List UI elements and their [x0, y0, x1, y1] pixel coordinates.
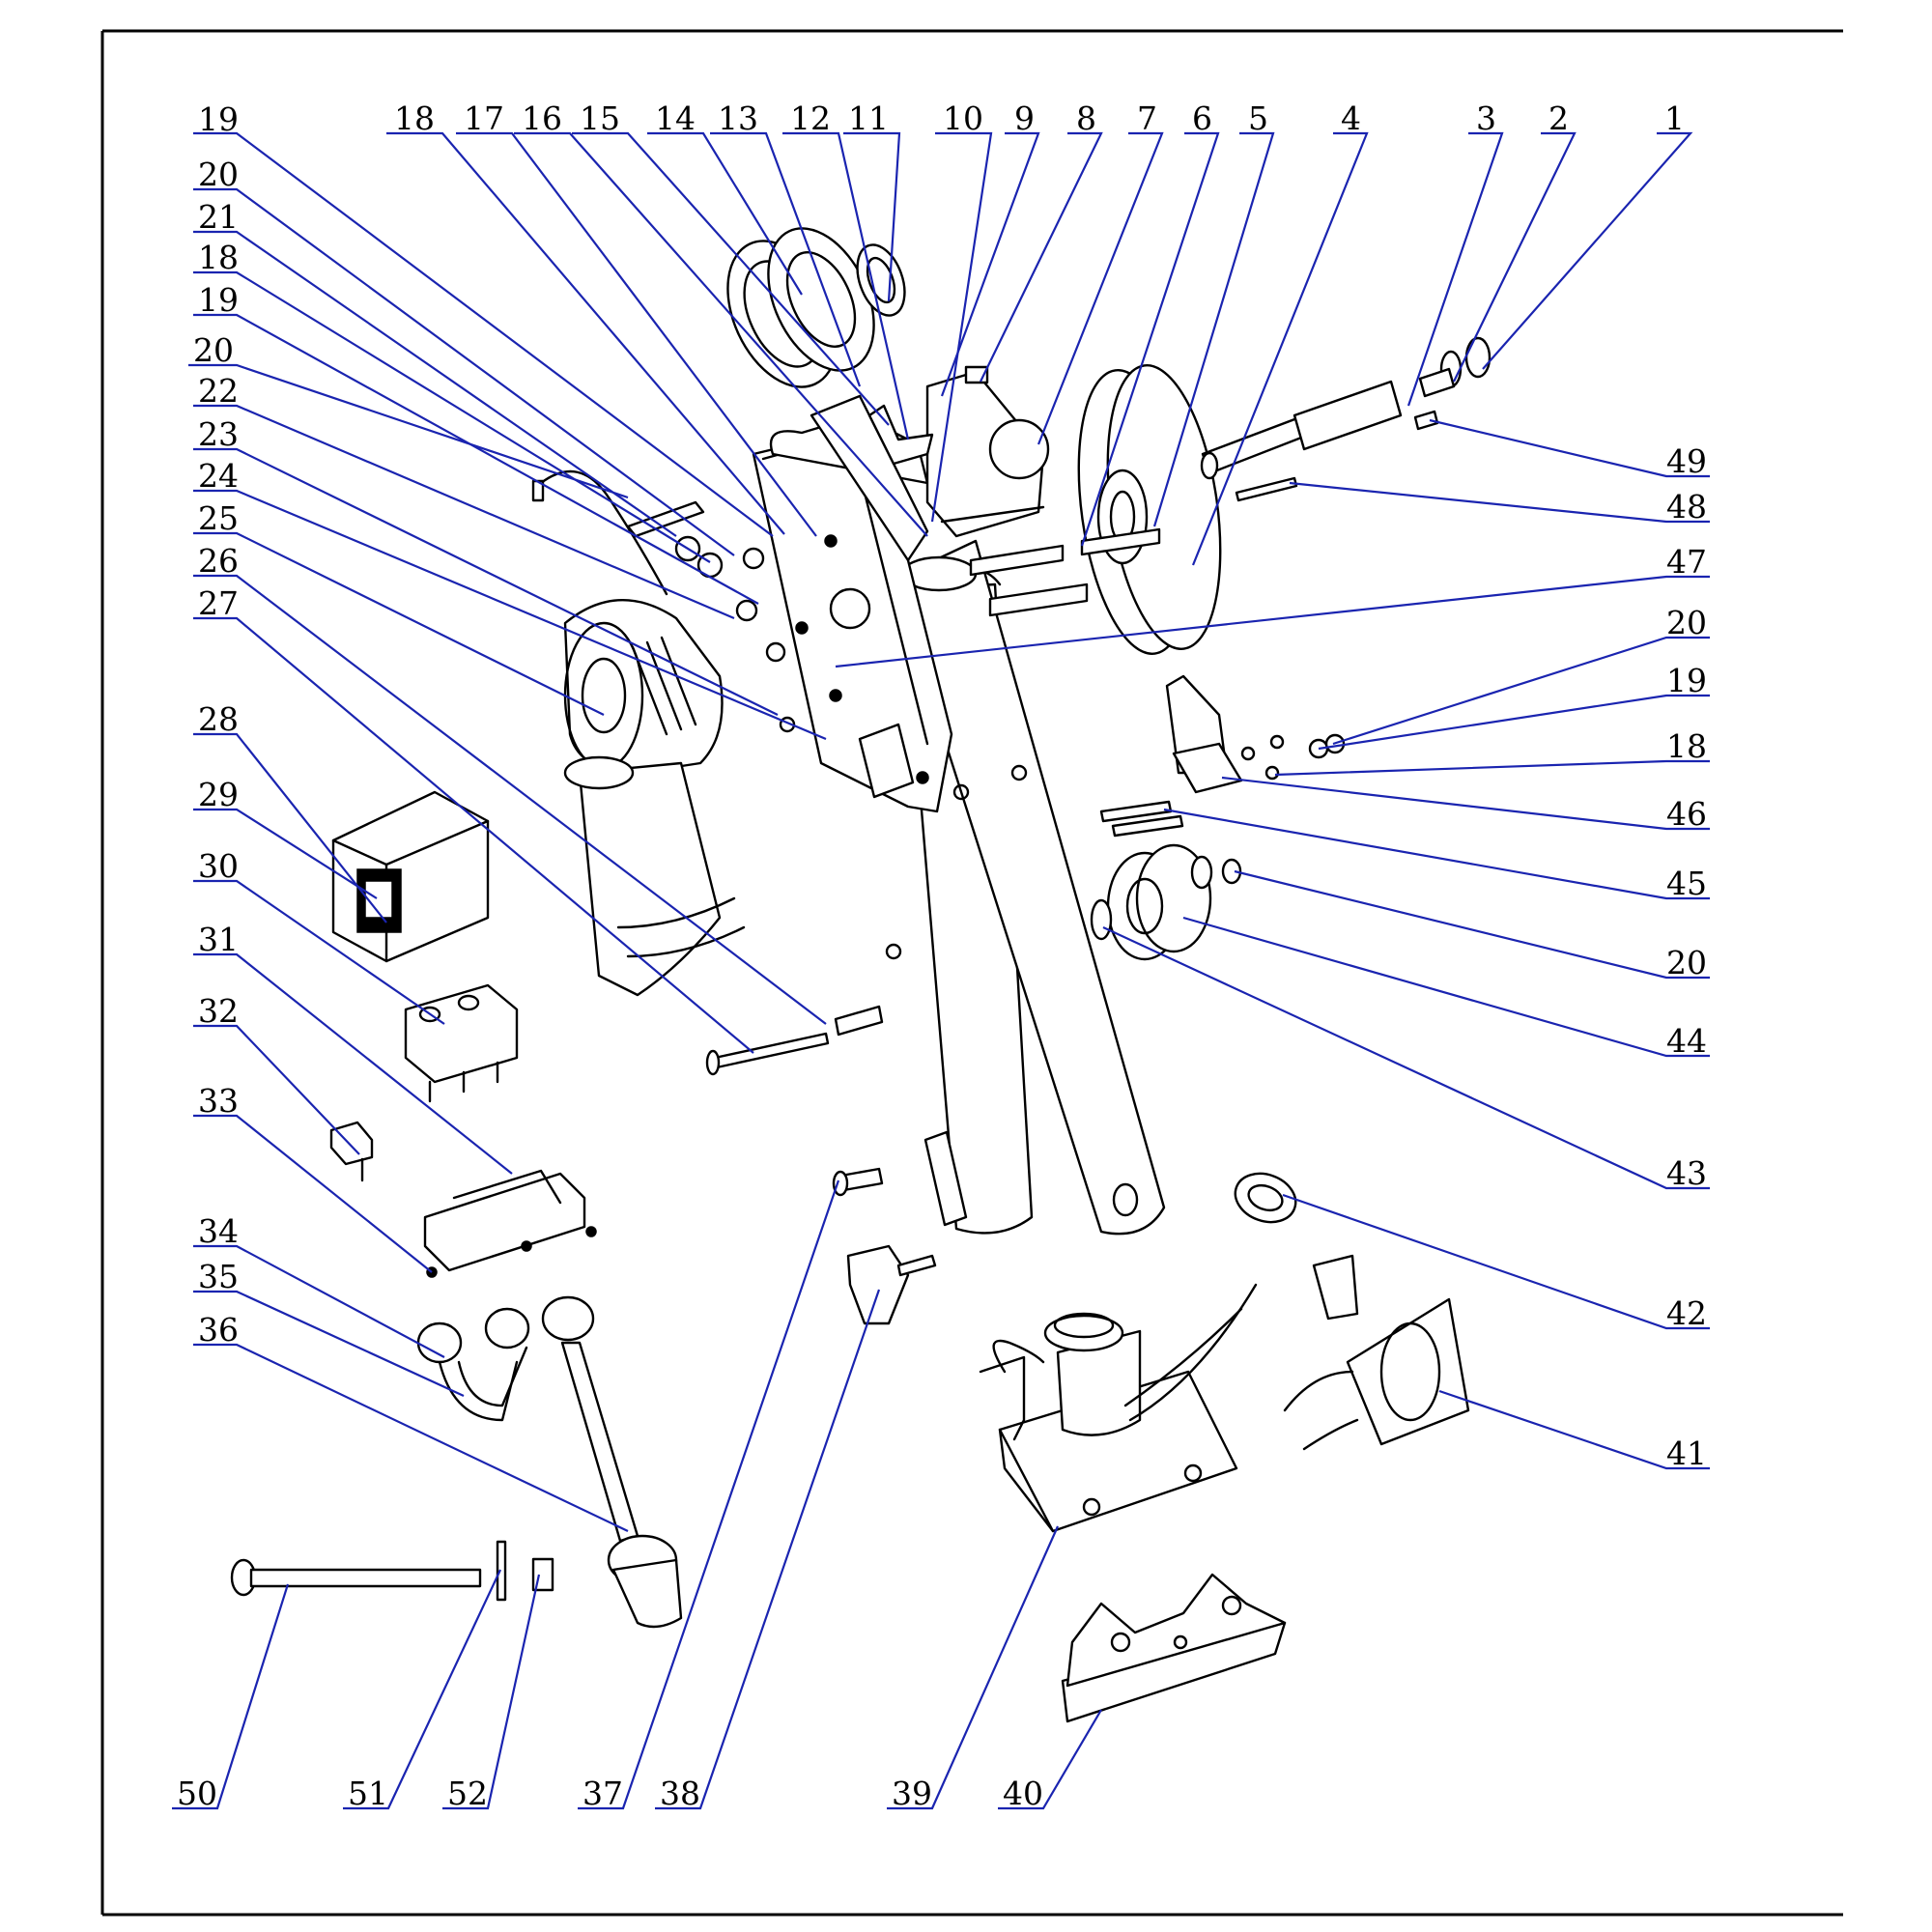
- pins: [705, 1005, 884, 1076]
- callout-44: 44: [1666, 1022, 1707, 1060]
- callout-7: 7: [1137, 99, 1157, 137]
- callout-33: 33: [198, 1082, 239, 1120]
- callout-43: 43: [1666, 1154, 1707, 1192]
- callout-48: 48: [1666, 488, 1707, 526]
- callout-34: 34: [198, 1212, 239, 1250]
- callout-42: 42: [1666, 1294, 1707, 1332]
- cable-glands: [416, 1295, 683, 1629]
- callout-14: 14: [655, 99, 696, 137]
- top-bracket: [867, 365, 1050, 538]
- axle-bolts: [969, 527, 1161, 617]
- pulley-bracket: [1283, 1254, 1470, 1451]
- callout-13: 13: [718, 99, 758, 137]
- callout-22: 22: [198, 372, 239, 410]
- callout-15: 15: [580, 99, 620, 137]
- large-wheel: [1077, 364, 1222, 655]
- callout-9: 9: [1014, 99, 1035, 137]
- callout-19: 19: [198, 100, 239, 138]
- switch-block: [404, 983, 519, 1103]
- callout-23: 23: [198, 415, 239, 453]
- callout-16: 16: [522, 99, 562, 137]
- callout-38: 38: [660, 1775, 700, 1812]
- bolt: [832, 1167, 884, 1197]
- callout-18: 18: [394, 99, 435, 137]
- callout-37: 37: [582, 1775, 623, 1812]
- callout-26: 26: [198, 542, 239, 580]
- callout-labels: 19 20 21 18 19 20 22 23 24 25 26 27 28 2…: [177, 99, 1707, 1812]
- cable-tray: [423, 1169, 597, 1278]
- callout-28: 28: [198, 700, 239, 738]
- callout-19: 19: [198, 281, 239, 319]
- base-bracket: [1061, 1573, 1287, 1723]
- callout-1: 1: [1664, 99, 1685, 137]
- leader-lines: [172, 131, 1710, 1810]
- drawing-frame: [100, 29, 1843, 1917]
- callout-3: 3: [1476, 99, 1496, 137]
- callout-50: 50: [177, 1775, 217, 1812]
- callout-10: 10: [943, 99, 983, 137]
- shaft-assembly: [1200, 336, 1492, 502]
- callout-46: 46: [1666, 795, 1707, 833]
- callout-25: 25: [198, 499, 239, 537]
- side-block: [1165, 674, 1346, 794]
- callout-30: 30: [198, 847, 239, 885]
- callout-4: 4: [1341, 99, 1361, 137]
- callout-18: 18: [198, 239, 239, 276]
- callout-32: 32: [198, 992, 239, 1030]
- callout-20: 20: [198, 156, 239, 193]
- control-box: [331, 790, 490, 963]
- callout-20: 20: [193, 331, 234, 369]
- callout-45: 45: [1666, 865, 1707, 902]
- base-clamp-unit: [979, 1283, 1258, 1533]
- callout-8: 8: [1076, 99, 1096, 137]
- callout-51: 51: [348, 1775, 388, 1812]
- clamp-knob: [846, 1244, 937, 1325]
- callout-27: 27: [198, 584, 239, 622]
- callout-24: 24: [198, 457, 239, 495]
- callout-31: 31: [198, 921, 239, 958]
- callout-47: 47: [1666, 543, 1707, 581]
- callout-35: 35: [198, 1258, 239, 1295]
- callout-12: 12: [790, 99, 831, 137]
- callout-6: 6: [1192, 99, 1212, 137]
- callout-20: 20: [1666, 944, 1707, 981]
- callout-20: 20: [1666, 604, 1707, 641]
- chain-link: [1234, 1172, 1297, 1224]
- callout-52: 52: [447, 1775, 488, 1812]
- motor-housing: [563, 599, 746, 997]
- callout-29: 29: [198, 776, 239, 813]
- callout-41: 41: [1666, 1435, 1707, 1472]
- callout-19: 19: [1666, 662, 1707, 699]
- side-pulley: [1090, 843, 1242, 961]
- side-bolts: [1099, 800, 1184, 838]
- column-slider: [923, 1130, 968, 1227]
- small-connector: [329, 1121, 374, 1182]
- callout-40: 40: [1003, 1775, 1043, 1812]
- callout-49: 49: [1666, 442, 1707, 480]
- callout-2: 2: [1548, 99, 1569, 137]
- callout-5: 5: [1248, 99, 1268, 137]
- callout-36: 36: [198, 1311, 239, 1349]
- callout-18: 18: [1666, 727, 1707, 765]
- callout-11: 11: [848, 99, 889, 137]
- callout-17: 17: [464, 99, 504, 137]
- callout-39: 39: [892, 1775, 932, 1812]
- top-pulley: [726, 227, 906, 388]
- long-pin: [230, 1540, 554, 1602]
- callout-21: 21: [198, 198, 239, 236]
